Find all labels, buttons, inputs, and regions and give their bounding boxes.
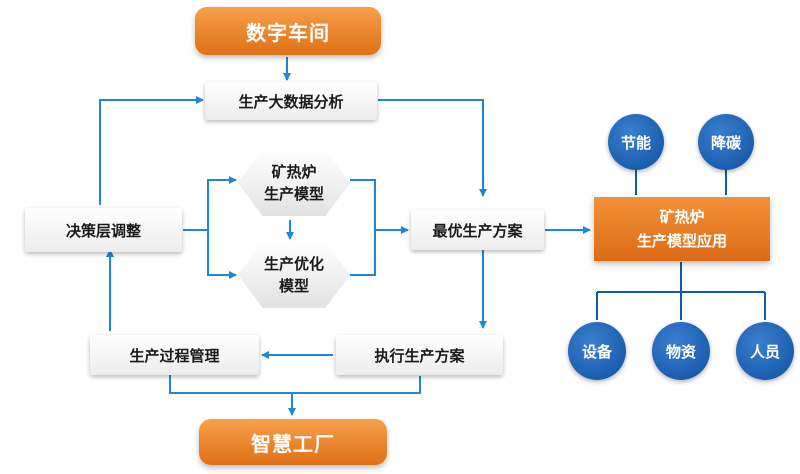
optimal-plan-box: 最优生产方案 [411, 210, 544, 250]
equipment-circle: 设备 [568, 322, 626, 380]
analysis-label: 生产大数据分析 [238, 92, 344, 111]
top-banner-label: 数字车间 [246, 20, 330, 45]
line-process-down [169, 375, 421, 394]
carbon-reduction-circle: 降碳 [698, 114, 754, 170]
arrow-to-optimize-model [207, 230, 237, 279]
top-banner: 数字车间 [195, 7, 381, 55]
energy-saving-label: 节能 [620, 133, 651, 152]
materials-label: 物资 [665, 342, 696, 361]
execute-plan-label: 执行生产方案 [374, 346, 465, 365]
line-app-to-resources [596, 262, 766, 320]
app-title-line-1: 矿热炉 [659, 208, 705, 226]
app-title-line-2: 生产模型应用 [636, 232, 727, 250]
furnace-app-box: 矿热炉 生产模型应用 [594, 197, 770, 261]
bottom-banner: 智慧工厂 [199, 419, 387, 465]
furnace-model-line-2: 生产模型 [263, 185, 324, 203]
arrow-to-furnace-model [207, 176, 237, 230]
arrow-decision-to-analysis [99, 96, 204, 205]
energy-saving-circle: 节能 [608, 114, 664, 170]
execute-plan-box: 执行生产方案 [336, 335, 503, 375]
decision-box: 决策层调整 [25, 208, 182, 252]
personnel-circle: 人员 [736, 322, 794, 380]
materials-circle: 物资 [652, 322, 710, 380]
carbon-reduction-label: 降碳 [710, 133, 741, 152]
optimize-model-line-1: 生产优化 [263, 255, 324, 273]
decision-label: 决策层调整 [65, 221, 141, 240]
furnace-model-hex: 矿热炉 生产模型 [238, 150, 350, 216]
personnel-label: 人员 [749, 342, 780, 361]
optimize-model-hex: 生产优化 模型 [238, 242, 350, 308]
optimize-model-line-2: 模型 [278, 277, 309, 295]
process-mgmt-label: 生产过程管理 [129, 346, 220, 365]
line-furnace-out [350, 179, 376, 276]
furnace-model-line-1: 矿热炉 [271, 163, 317, 181]
equipment-label: 设备 [581, 342, 612, 361]
bottom-banner-label: 智慧工厂 [251, 431, 335, 456]
process-mgmt-box: 生产过程管理 [90, 335, 259, 375]
arrow-analysis-to-plan [378, 99, 487, 197]
optimal-plan-label: 最优生产方案 [432, 221, 523, 240]
analysis-box: 生产大数据分析 [205, 82, 377, 120]
